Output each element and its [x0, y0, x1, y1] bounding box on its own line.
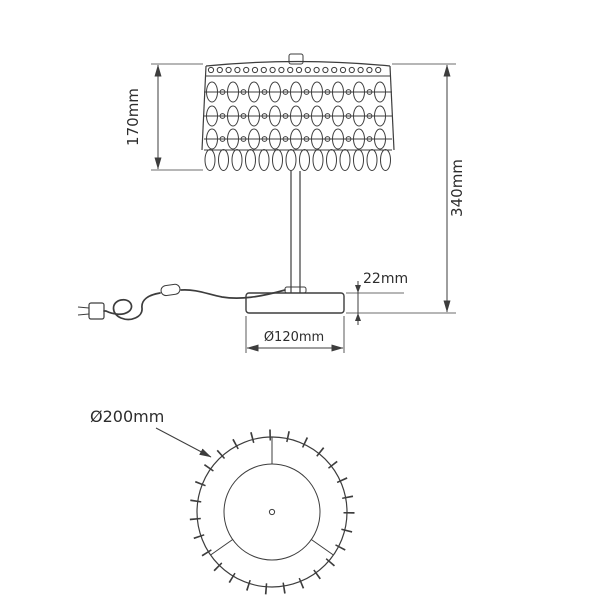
lamp-base — [245, 292, 345, 314]
shade-left-edge — [201, 65, 207, 151]
side-view: 170mm 340mm 22mm Ø120mm — [77, 53, 466, 353]
shade-height-label: 170mm — [124, 88, 142, 146]
center-hole — [268, 508, 276, 516]
lamp-stem — [284, 171, 307, 294]
lampshade — [201, 53, 395, 171]
power-plug — [77, 302, 105, 320]
plug-prong — [77, 313, 90, 316]
shade-top-beads — [207, 66, 382, 74]
top-view: Ø200mm — [90, 407, 355, 595]
plug-prong — [77, 306, 90, 309]
dimension-base-diameter: Ø120mm — [245, 316, 345, 353]
dimension-shade-height: 170mm — [124, 63, 203, 171]
plug-body — [88, 302, 105, 320]
shade-right-edge — [389, 65, 395, 151]
stem-collar — [284, 286, 307, 294]
dimension-shade-diameter: Ø200mm — [90, 407, 212, 458]
shade-top-rim — [205, 60, 391, 67]
diffuser-inner-circle — [223, 463, 321, 561]
base-diameter-label: Ø120mm — [264, 330, 324, 345]
shade-crystals — [206, 81, 386, 150]
shade-bottom-drops — [204, 149, 391, 171]
dimension-total-height: 340mm — [346, 63, 466, 314]
top-view-spokes — [210, 437, 334, 556]
finial-stub — [288, 53, 304, 65]
shade-diameter-label: Ø200mm — [90, 407, 164, 426]
total-height-label: 340mm — [448, 159, 466, 217]
base-height-label: 22mm — [363, 271, 408, 287]
leader-arrow — [155, 427, 212, 458]
dimension-base-height: 22mm — [346, 271, 408, 325]
cord-switch — [160, 283, 181, 297]
power-cord — [103, 289, 286, 321]
